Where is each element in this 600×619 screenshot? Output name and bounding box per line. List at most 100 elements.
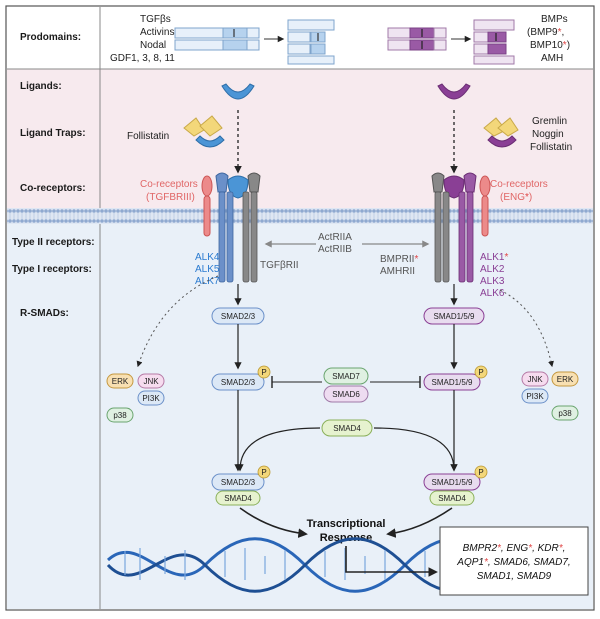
outer-frame [5,5,595,611]
right-erk-label: ERK [557,375,574,384]
right-receptor-complex [431,172,477,283]
right-trap-1: Gremlin [532,116,567,127]
right-coreceptor-label: Co-receptors [490,179,548,190]
left-prodomain-2: Activins [140,27,174,38]
right-smad-phosphorylated: SMAD1/5/9 P [423,365,488,391]
left-coreceptor-label: Co-receptors [140,179,198,190]
right-trap-icon [483,117,519,148]
right-smad-complex: SMAD1/5/9 P SMAD4 [423,465,488,506]
left-prodomain-3: Nodal [140,40,166,51]
left-complex-smad4-label: SMAD4 [224,494,252,503]
smad4-center: SMAD4 [321,419,373,437]
right-kinases: JNK ERK PI3K p38 [521,371,579,421]
right-coreceptor-icon [479,175,491,237]
left-kinases: ERK JNK PI3K p38 [106,373,165,423]
row-labels: Prodomains: Ligands: Ligand Traps: Co-re… [12,32,95,319]
right-jnk-label: JNK [527,375,543,384]
left-jnk-label: JNK [143,377,159,386]
left-transcription-arrow [239,507,308,538]
right-type-i-list: ALK1* ALK2 ALK3 ALK6 [480,252,508,299]
right-alk-3: ALK3 [480,276,505,287]
left-alk-2: ALK5 [195,264,220,275]
right-phospho-badge: P [478,368,483,377]
transcription-label-2: Response [320,532,373,544]
actriia-label: ActRIIA [318,232,352,243]
left-p38-label: p38 [113,411,127,420]
left-coreceptor-sublabel: (TGFBRIII) [146,192,195,203]
left-smad-unphosphorylated: SMAD2/3 [211,307,265,325]
right-complex-phospho-badge: P [478,468,483,477]
smad7-label: SMAD7 [332,372,360,381]
right-transcription-arrow [386,507,453,538]
left-type-ii-label: TGFβRII [260,260,299,271]
right-prodomain-list: BMPs (BMP9*, BMP10*) AMH [527,14,570,64]
right-complex-smad4-label: SMAD4 [438,494,466,503]
label-prodomains: Prodomains: [20,32,81,43]
right-prodomain-1: BMPs [541,14,568,25]
actriib-label: ActRIIB [318,244,352,255]
right-ligand-icon [437,83,471,100]
label-co-receptors: Co-receptors: [20,183,86,194]
left-prodomain-list: TGFβs Activins Nodal GDF1, 3, 8, 11 [110,14,175,64]
target-genes-line-2: AQP1*, SMAD6, SMAD7, [456,557,570,568]
left-pi3k-label: PI3K [142,394,160,403]
target-genes-line-3: SMAD1, SMAD9 [477,571,552,582]
actrii-label: ActRIIA ActRIIB [318,232,352,255]
left-type-i-list: ALK4 ALK5 ALK7 [195,252,220,287]
left-smad-phos-label: SMAD2/3 [221,378,256,387]
right-coreceptor-sublabel: (ENG*) [500,192,532,203]
right-alk-1: ALK1* [480,252,508,263]
left-alk-1: ALK4 [195,252,220,263]
left-erk-label: ERK [112,377,129,386]
left-trap-icon [183,115,225,148]
label-type-ii-receptors: Type II receptors: [12,237,95,248]
right-prodomain-2: (BMP9*, [527,27,564,38]
left-prodomain-icon [174,19,335,65]
smad4-right-arrow [373,427,458,472]
right-smad-unphosphorylated: SMAD1/5/9 [423,307,485,325]
smad6-label: SMAD6 [332,390,360,399]
label-ligand-traps: Ligand Traps: [20,128,86,139]
label-r-smads: R-SMADs: [20,308,69,319]
left-smad-unphos-label: SMAD2/3 [221,312,256,321]
gene-expression-arrow [345,546,438,577]
right-trap-3: Follistatin [530,142,572,153]
label-type-i-receptors: Type I receptors: [12,264,92,275]
left-alk-3: ALK7 [195,276,220,287]
left-complex-phospho-badge: P [261,468,266,477]
right-p38-label: p38 [558,409,572,418]
inhibitory-smads: SMAD7 SMAD6 [323,367,369,403]
right-alk-2: ALK2 [480,264,505,275]
left-coreceptor-icon [201,175,213,237]
left-noncanonical-arrow [136,275,219,368]
right-alk-4: ALK6 [480,288,505,299]
cell-membrane [7,208,593,224]
left-complex-smad-label: SMAD2/3 [221,478,256,487]
left-smad-complex: SMAD2/3 P SMAD4 [211,465,271,506]
left-prodomain-4: GDF1, 3, 8, 11 [110,53,175,64]
left-ligand-icon [221,83,255,100]
dna-helix-icon [106,537,507,593]
left-phospho-badge: P [261,368,266,377]
right-trap-list: Gremlin Noggin Follistatin [530,116,572,153]
right-prodomain-icon [387,19,515,65]
left-receptor-complex [215,172,261,283]
target-genes-line-1: BMPR2*, ENG*, KDR*, [463,543,566,554]
right-prodomain-3: BMP10*) [530,40,570,51]
smad4-left-arrow [236,427,321,472]
right-smad-unphos-label: SMAD1/5/9 [434,312,475,321]
left-prodomain-1: TGFβs [140,14,171,25]
transcription-label-1: Transcriptional [307,518,386,530]
right-type-ii-list: BMPRII* AMHRII [380,254,418,277]
target-genes-box: BMPR2*, ENG*, KDR*, AQP1*, SMAD6, SMAD7,… [439,526,589,596]
right-pi3k-label: PI3K [526,392,544,401]
right-smad-phos-label: SMAD1/5/9 [432,378,473,387]
right-complex-smad-label: SMAD1/5/9 [432,478,473,487]
left-trap-label: Follistatin [127,131,169,142]
right-trap-2: Noggin [532,129,564,140]
bmprii-label: BMPRII* [380,254,418,265]
label-ligands: Ligands: [20,81,62,92]
smad4-center-label: SMAD4 [333,424,361,433]
amhrii-label: AMHRII [380,266,415,277]
